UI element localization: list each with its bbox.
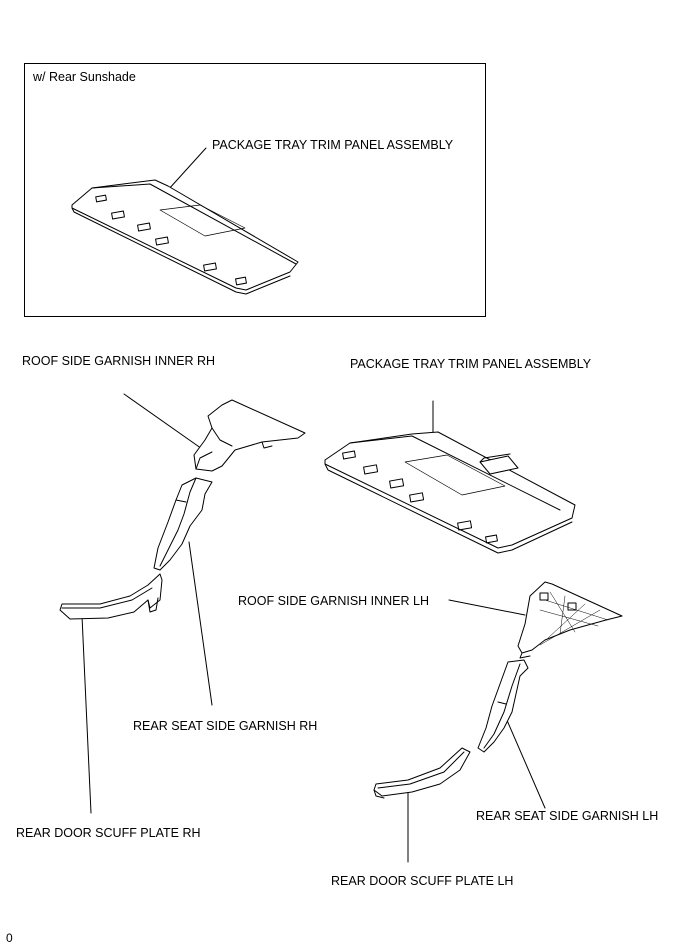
package-tray-label: PACKAGE TRAY TRIM PANEL ASSEMBLY — [350, 357, 592, 371]
rear-door-scuff-plate-rh-part — [59, 573, 163, 814]
rear-door-scuff-plate-rh-label: REAR DOOR SCUFF PLATE RH — [16, 826, 201, 840]
inset-title: w/ Rear Sunshade — [33, 70, 136, 84]
rear-door-scuff-plate-lh-label: REAR DOOR SCUFF PLATE LH — [331, 874, 514, 888]
inset-package-tray — [71, 147, 299, 295]
package-tray-part — [324, 400, 576, 554]
roof-side-garnish-inner-rh-label: ROOF SIDE GARNISH INNER RH — [22, 354, 216, 368]
figure-id: 0 — [6, 931, 13, 945]
rear-seat-side-garnish-lh-part — [477, 659, 546, 809]
rear-seat-side-garnish-rh-label: REAR SEAT SIDE GARNISH RH — [133, 719, 318, 733]
roof-side-garnish-inner-lh-label: ROOF SIDE GARNISH INNER LH — [238, 594, 429, 608]
rear-seat-side-garnish-lh-label: REAR SEAT SIDE GARNISH LH — [476, 809, 659, 823]
roof-side-garnish-lh-part — [448, 581, 623, 659]
rear-seat-side-garnish-rh-part — [153, 477, 213, 706]
inset-package-tray-label: PACKAGE TRAY TRIM PANEL ASSEMBLY — [212, 138, 454, 152]
inset-box: w/ Rear Sunshade — [24, 63, 486, 317]
rear-door-scuff-plate-lh-part — [373, 747, 471, 863]
roof-side-garnish-rh-part — [123, 393, 306, 472]
